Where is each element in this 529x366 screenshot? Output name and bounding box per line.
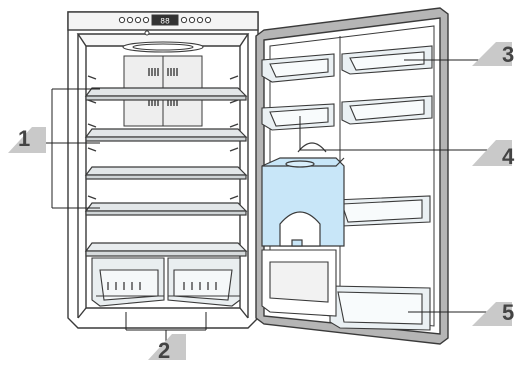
dispenser-housing [262,250,336,316]
glass-shelf-2-edge [86,137,246,141]
glass-shelf-1 [86,88,246,96]
callout-4-label: 4 [502,144,515,169]
callout-3-label: 3 [502,42,514,67]
glass-shelf-2 [86,129,246,137]
callout-2-label: 2 [158,338,170,363]
ceiling-light [123,42,203,52]
callout-1-label: 1 [18,126,30,151]
glass-shelf-1-edge [86,96,246,100]
glass-shelf-3-edge [86,175,246,179]
glass-shelf-3 [86,167,246,175]
glass-shelf-4-edge [86,211,246,215]
callout-5-label: 5 [502,300,514,325]
glass-shelf-4 [86,203,246,211]
crisper-cover [86,243,246,256]
control-display: 88 [160,18,170,27]
